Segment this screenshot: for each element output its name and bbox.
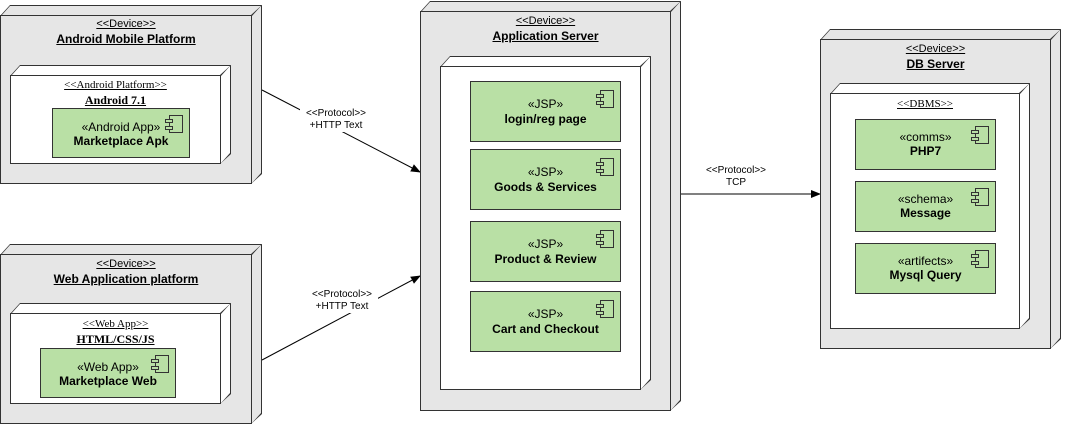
component-stereotype: «JSP» [527,237,564,251]
web-device-stereotype: <<Device>> [96,258,156,270]
component-name: Message [900,206,951,220]
edge-web-to-app-server [261,275,421,361]
component-marketplace-apk[interactable]: «Android App» Marketplace Apk [52,108,190,158]
component-message[interactable]: «schema» Message [855,181,996,232]
android-device-title: Android Mobile Platform [56,32,196,46]
component-name: Marketplace Web [59,374,157,388]
component-php7[interactable]: «comms» PHP7 [855,119,996,170]
edge-protocol: <<Protocol>> [305,108,367,119]
edge-protocol: <<Protocol>> [705,165,767,176]
web-device-title: Web Application platform [53,272,199,286]
component-name: Mysql Query [889,268,962,282]
component-name: PHP7 [909,144,942,158]
component-product-review[interactable]: «JSP» Product & Review [470,221,621,282]
component-goods-services[interactable]: «JSP» Goods & Services [470,149,621,210]
dbms-node[interactable]: <<DBMS>> «comms» PHP7 «schema» Message «… [830,83,1030,329]
uml-component-icon [971,188,989,206]
component-name: Goods & Services [494,180,597,194]
component-name: Product & Review [494,252,597,266]
uml-component-icon [165,115,183,133]
android-platform-title: Android 7.1 [84,93,147,107]
db-server-node[interactable]: <<Device>> DB Server <<DBMS>> «comms» PH… [820,29,1061,349]
component-stereotype: «Android App» [81,120,161,134]
web-app-title: HTML/CSS/JS [76,332,155,346]
component-stereotype: «artifects» [897,254,954,268]
android-device-node[interactable]: <<Device>> Android Mobile Platform <<And… [0,5,262,184]
uml-component-icon [596,90,614,108]
app-server-node[interactable]: <<Device>> Application Server «JSP» logi… [420,1,681,411]
component-stereotype: «schema» [897,192,954,206]
uml-component-icon [596,230,614,248]
app-server-stereotype: <<Device>> [515,15,576,27]
edge-label-android: <<Protocol>> +HTTP Text [300,108,372,132]
web-app-node[interactable]: <<Web App>> HTML/CSS/JS «Web App» Market… [10,303,231,404]
component-login-reg-page[interactable]: «JSP» login/reg page [470,81,621,142]
uml-component-icon [971,126,989,144]
edge-label: +HTTP Text [309,120,363,131]
edge-label: +HTTP Text [315,301,369,312]
db-server-stereotype: <<Device>> [905,43,966,55]
android-platform-stereotype: <<Android Platform>> [64,79,167,91]
component-stereotype: «JSP» [527,307,564,321]
web-app-stereotype: <<Web App>> [82,318,149,330]
edge-protocol: <<Protocol>> [311,289,373,300]
edge-label-web: <<Protocol>> +HTTP Text [306,289,378,313]
component-stereotype: «Web App» [77,360,139,374]
web-device-node[interactable]: <<Device>> Web Application platform <<We… [0,244,262,424]
component-name: Marketplace Apk [73,134,169,148]
component-name: Cart and Checkout [492,322,599,336]
uml-component-icon [596,158,614,176]
component-stereotype: «JSP» [527,165,564,179]
android-platform-node[interactable]: <<Android Platform>> Android 7.1 «Androi… [10,65,231,164]
component-name: login/reg page [504,112,587,126]
component-stereotype: «comms» [899,130,952,144]
app-server-title: Application Server [492,29,599,43]
edge-label: TCP [726,177,746,188]
db-server-title: DB Server [906,57,965,71]
uml-component-icon [971,250,989,268]
android-device-stereotype: <<Device>> [96,18,156,30]
uml-component-icon [596,300,614,318]
uml-component-icon [151,355,169,373]
component-cart-checkout[interactable]: «JSP» Cart and Checkout [470,291,621,352]
component-stereotype: «JSP» [527,97,564,111]
component-marketplace-web[interactable]: «Web App» Marketplace Web [40,348,176,398]
component-mysql-query[interactable]: «artifects» Mysql Query [855,243,996,294]
edge-label-db: <<Protocol>> TCP [700,165,772,189]
dbms-stereotype: <<DBMS>> [897,98,953,110]
